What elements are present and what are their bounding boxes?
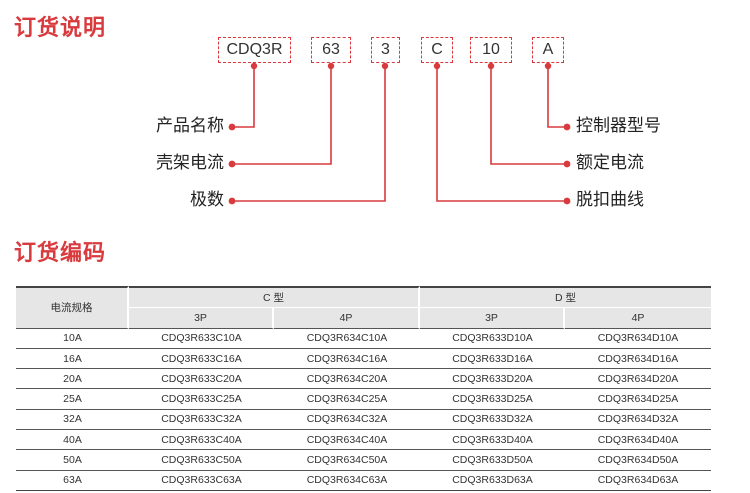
label-controller-model: 控制器型号 bbox=[576, 116, 661, 136]
code-box-poles: 3 bbox=[371, 37, 400, 63]
dot-box-3 bbox=[381, 62, 389, 70]
cell-current: 25A bbox=[16, 389, 129, 410]
cell-code: CDQ3R633D10A bbox=[420, 329, 565, 349]
cell-code: CDQ3R634D63A bbox=[565, 471, 711, 491]
ordering-code-table: 电流规格 C 型 D 型 3P 4P 3P 4P 10A CDQ3R633C10… bbox=[16, 286, 711, 491]
header-d-3p: 3P bbox=[420, 308, 565, 329]
connector-poles bbox=[234, 63, 386, 202]
code-box-curve: C bbox=[421, 37, 453, 63]
cell-code: CDQ3R634D40A bbox=[565, 430, 711, 451]
code-box-rated: 10 bbox=[470, 37, 512, 63]
cell-code: CDQ3R633D25A bbox=[420, 389, 565, 410]
code-box-series: CDQ3R bbox=[218, 37, 291, 63]
cell-code: CDQ3R633C25A bbox=[129, 389, 274, 410]
dot-box-5 bbox=[487, 62, 495, 70]
cell-code: CDQ3R634D20A bbox=[565, 369, 711, 390]
dot-product-name bbox=[228, 123, 236, 131]
label-frame-current: 壳架电流 bbox=[156, 153, 224, 173]
dot-trip-curve bbox=[563, 197, 571, 205]
table-row: 20A CDQ3R633C20A CDQ3R634C20A CDQ3R633D2… bbox=[16, 369, 711, 390]
cell-code: CDQ3R633C16A bbox=[129, 349, 274, 370]
dot-box-2 bbox=[327, 62, 335, 70]
connector-product-name bbox=[234, 63, 255, 128]
cell-code: CDQ3R634C63A bbox=[274, 471, 420, 491]
cell-current: 16A bbox=[16, 349, 129, 370]
cell-code: CDQ3R634C10A bbox=[274, 329, 420, 349]
cell-code: CDQ3R634D10A bbox=[565, 329, 711, 349]
table-row: 40A CDQ3R633C40A CDQ3R634C40A CDQ3R633D4… bbox=[16, 430, 711, 451]
cell-code: CDQ3R634D32A bbox=[565, 410, 711, 431]
cell-code: CDQ3R633C10A bbox=[129, 329, 274, 349]
header-current-spec: 电流规格 bbox=[16, 286, 129, 329]
label-trip-curve: 脱扣曲线 bbox=[576, 190, 644, 210]
cell-code: CDQ3R633C63A bbox=[129, 471, 274, 491]
label-poles: 极数 bbox=[190, 190, 224, 210]
table-row: 63A CDQ3R633C63A CDQ3R634C63A CDQ3R633D6… bbox=[16, 471, 711, 491]
dot-controller-model bbox=[563, 123, 571, 131]
ordering-instructions-title: 订货说明 bbox=[14, 16, 107, 41]
cell-code: CDQ3R633D63A bbox=[420, 471, 565, 491]
dot-frame-current bbox=[228, 160, 236, 168]
header-c-4p: 4P bbox=[274, 308, 420, 329]
header-d-4p: 4P bbox=[565, 308, 711, 329]
cell-current: 20A bbox=[16, 369, 129, 390]
connector-frame-current bbox=[234, 63, 332, 165]
connector-controller-model bbox=[547, 63, 565, 128]
header-type-c: C 型 bbox=[129, 286, 420, 309]
cell-current: 40A bbox=[16, 430, 129, 451]
cell-code: CDQ3R634C40A bbox=[274, 430, 420, 451]
cell-code: CDQ3R633D16A bbox=[420, 349, 565, 370]
cell-code: CDQ3R634D16A bbox=[565, 349, 711, 370]
cell-code: CDQ3R634C50A bbox=[274, 450, 420, 471]
cell-code: CDQ3R633D40A bbox=[420, 430, 565, 451]
cell-code: CDQ3R633C40A bbox=[129, 430, 274, 451]
dot-box-4 bbox=[433, 62, 441, 70]
cell-current: 50A bbox=[16, 450, 129, 471]
code-connector-diagram bbox=[228, 62, 571, 205]
table-row: 50A CDQ3R633C50A CDQ3R634C50A CDQ3R633D5… bbox=[16, 450, 711, 471]
header-c-3p: 3P bbox=[129, 308, 274, 329]
cell-code: CDQ3R634C25A bbox=[274, 389, 420, 410]
dot-rated-current bbox=[563, 160, 571, 168]
header-type-d: D 型 bbox=[420, 286, 711, 309]
cell-code: CDQ3R633C20A bbox=[129, 369, 274, 390]
dot-box-6 bbox=[544, 62, 552, 70]
cell-code: CDQ3R634C16A bbox=[274, 349, 420, 370]
cell-code: CDQ3R634D25A bbox=[565, 389, 711, 410]
cell-current: 32A bbox=[16, 410, 129, 431]
cell-code: CDQ3R633C32A bbox=[129, 410, 274, 431]
cell-code: CDQ3R633D50A bbox=[420, 450, 565, 471]
table-row: 32A CDQ3R633C32A CDQ3R634C32A CDQ3R633D3… bbox=[16, 410, 711, 431]
label-product-name: 产品名称 bbox=[156, 116, 224, 136]
code-box-controller: A bbox=[532, 37, 564, 63]
cell-code: CDQ3R633C50A bbox=[129, 450, 274, 471]
table-row: 16A CDQ3R633C16A CDQ3R634C16A CDQ3R633D1… bbox=[16, 349, 711, 370]
cell-code: CDQ3R634D50A bbox=[565, 450, 711, 471]
ordering-code-title: 订货编码 bbox=[14, 241, 107, 266]
cell-code: CDQ3R634C32A bbox=[274, 410, 420, 431]
code-box-frame: 63 bbox=[311, 37, 351, 63]
dot-box-1 bbox=[250, 62, 258, 70]
dot-poles bbox=[228, 197, 236, 205]
label-rated-current: 额定电流 bbox=[576, 153, 644, 173]
cell-current: 63A bbox=[16, 471, 129, 491]
cell-code: CDQ3R634C20A bbox=[274, 369, 420, 390]
table-row: 25A CDQ3R633C25A CDQ3R634C25A CDQ3R633D2… bbox=[16, 389, 711, 410]
cell-current: 10A bbox=[16, 329, 129, 349]
connector-rated-current bbox=[490, 63, 565, 165]
table-row: 10A CDQ3R633C10A CDQ3R634C10A CDQ3R633D1… bbox=[16, 329, 711, 349]
cell-code: CDQ3R633D32A bbox=[420, 410, 565, 431]
connector-trip-curve bbox=[436, 63, 565, 202]
cell-code: CDQ3R633D20A bbox=[420, 369, 565, 390]
